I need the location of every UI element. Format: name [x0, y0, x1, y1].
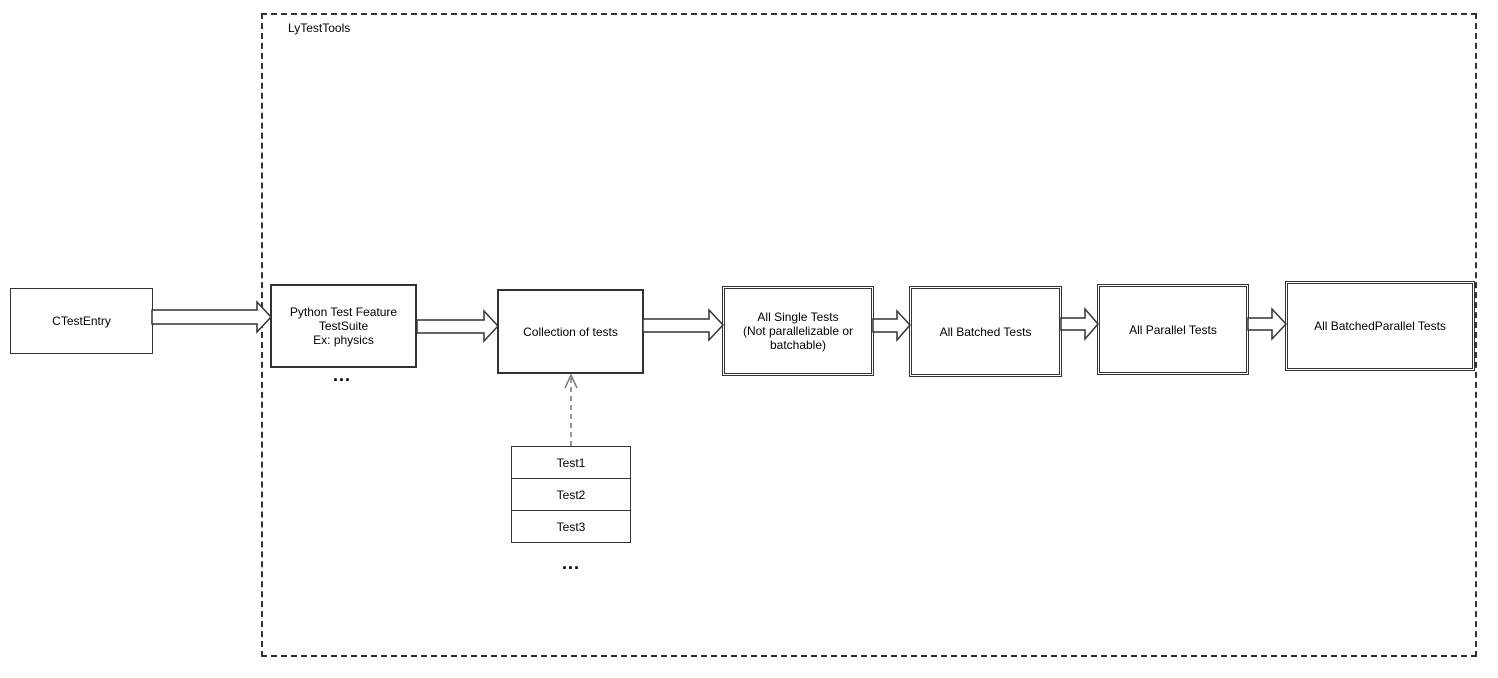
ctest-entry-node[interactable]: CTestEntry — [10, 288, 153, 354]
all-parallel-tests-node[interactable]: All Parallel Tests — [1097, 284, 1249, 375]
more-suites-ellipsis: ... — [333, 365, 352, 385]
parallel-tests-label: All Parallel Tests — [1129, 322, 1217, 337]
single-tests-line-2: (Not parallelizable or — [742, 324, 854, 338]
all-batched-parallel-tests-node[interactable]: All BatchedParallel Tests — [1285, 281, 1475, 371]
python-feature-line-3: Ex: physics — [313, 333, 374, 347]
python-feature-line-1: Python Test Feature — [289, 305, 398, 319]
test-list-item-label: Test1 — [556, 455, 586, 470]
test-list-item-label: Test2 — [556, 487, 586, 502]
ctest-entry-label: CTestEntry — [52, 314, 111, 328]
test-list-item[interactable]: Test3 — [511, 510, 631, 543]
all-single-tests-node[interactable]: All Single Tests (Not parallelizable or … — [722, 286, 874, 376]
test-list-item-label: Test3 — [556, 519, 586, 534]
single-tests-line-3: batchable) — [769, 338, 827, 352]
lytesttools-container — [261, 13, 1477, 657]
collection-label: Collection of tests — [523, 324, 618, 339]
arrow-ctest-to-python-feature — [151, 300, 273, 334]
container-label: LyTestTools — [288, 21, 351, 35]
single-tests-line-1: All Single Tests — [757, 310, 839, 324]
more-tests-ellipsis: ... — [562, 553, 581, 573]
batched-tests-label: All Batched Tests — [939, 324, 1032, 339]
test-list-item[interactable]: Test2 — [511, 478, 631, 511]
collection-of-tests-node[interactable]: Collection of tests — [497, 289, 644, 374]
python-feature-line-2: TestSuite — [318, 319, 369, 333]
test-list-item[interactable]: Test1 — [511, 446, 631, 479]
python-test-feature-node[interactable]: Python Test Feature TestSuite Ex: physic… — [270, 284, 417, 368]
batched-parallel-tests-label: All BatchedParallel Tests — [1314, 319, 1446, 333]
all-batched-tests-node[interactable]: All Batched Tests — [909, 286, 1062, 377]
